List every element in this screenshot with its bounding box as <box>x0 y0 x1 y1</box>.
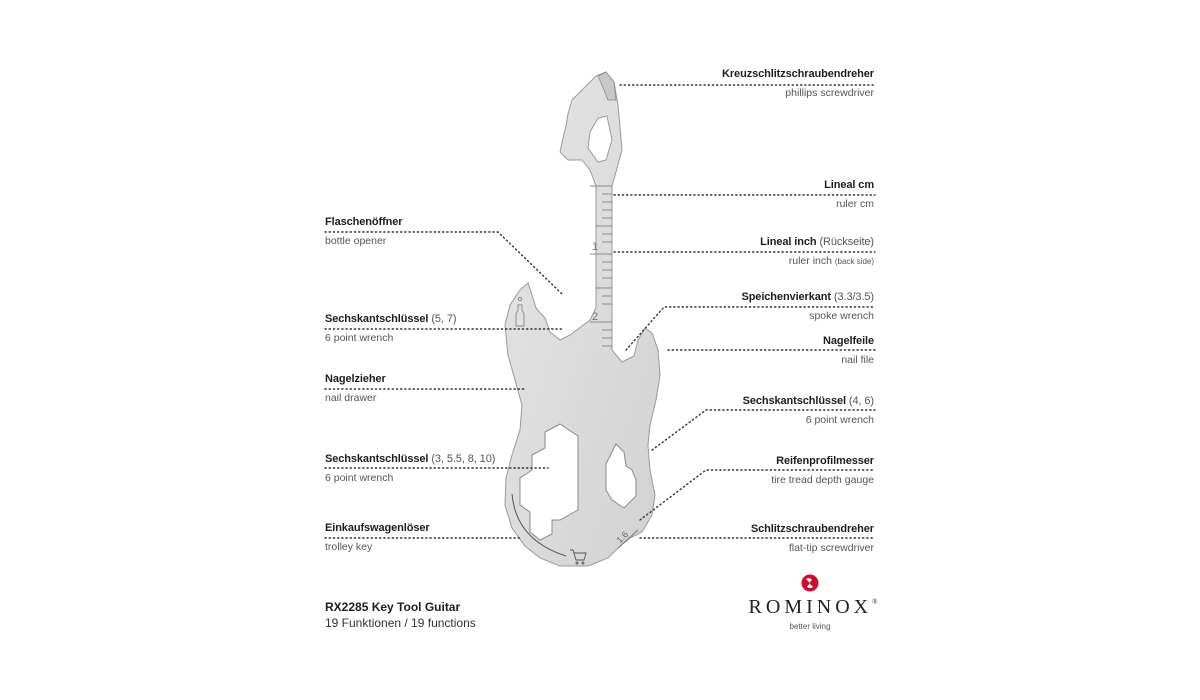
callout-title: Schlitzschraubendreher <box>750 523 874 535</box>
callout-subtitle: nail file <box>841 354 874 366</box>
callout-subtitle: ruler cm <box>836 198 874 210</box>
callout-tire-tread-gauge: Reifenprofilmesser tire tread depth gaug… <box>771 456 874 486</box>
callout-ruler-cm: Lineal cm ruler cm <box>824 180 874 210</box>
callout-bottle-opener: Flaschenöffner bottle opener <box>325 216 403 247</box>
callout-phillips-screwdriver: Kreuzschlitzschraubendreher phillips scr… <box>722 69 874 99</box>
brand-tagline: better living <box>789 622 831 631</box>
callout-6-point-wrench-multi: Sechskantschlüssel (3, 5.5, 8, 10) 6 poi… <box>325 454 495 484</box>
callout-title: Flaschenöffner <box>325 216 403 228</box>
callout-spoke-wrench: Speichenvierkant (3.3/3.5) spoke wrench <box>741 292 874 322</box>
ruler-mark-1: 1 <box>592 241 598 253</box>
shopping-cart-icon <box>570 549 587 565</box>
callout-ruler-inch: Lineal inch (Rückseite) ruler inch (back… <box>760 237 874 267</box>
callout-title: Lineal cm <box>824 179 874 191</box>
rominox-logo-icon <box>801 574 819 592</box>
callout-subtitle: phillips screwdriver <box>785 87 874 99</box>
leader-lines <box>324 84 876 539</box>
callout-subtitle: spoke wrench <box>809 310 874 322</box>
ruler-ticks <box>590 185 612 347</box>
callout-subtitle: nail drawer <box>325 392 377 404</box>
callout-6-point-wrench-4-6: Sechskantschlüssel (4, 6) 6 point wrench <box>742 395 875 426</box>
callout-subtitle: 6 point wrench <box>805 414 874 426</box>
flat-tip-edge <box>617 529 639 549</box>
callout-nail-drawer: Nagelzieher nail drawer <box>325 374 386 404</box>
callout-subtitle: trolley key <box>325 541 373 553</box>
callout-subtitle: bottle opener <box>325 235 387 247</box>
callout-title: Sechskantschlüssel (5, 7) <box>325 313 457 325</box>
product-info: RX2285 Key Tool Guitar 19 Funktionen / 1… <box>325 600 476 630</box>
hex-wrench-cutout-large <box>519 423 579 541</box>
brand-name: ROMINOX® <box>748 596 878 618</box>
ruler-mark-2: 2 <box>592 311 598 323</box>
callout-6-point-wrench-5-7: Sechskantschlüssel (5, 7) 6 point wrench <box>325 313 457 344</box>
product-function-count: 19 Funktionen / 19 functions <box>325 616 476 630</box>
callout-subtitle: tire tread depth gauge <box>771 474 874 486</box>
trolley-arc <box>511 493 567 557</box>
bottle-icon <box>515 296 525 327</box>
callout-title: Kreuzschlitzschraubendreher <box>722 68 874 80</box>
product-name: RX2285 Key Tool Guitar <box>325 600 461 614</box>
callout-subtitle: ruler inch (back side) <box>788 255 874 267</box>
brand-logo: ROMINOX® better living <box>740 574 880 631</box>
callout-trolley-key: Einkaufswagenlöser trolley key <box>325 523 430 553</box>
callout-subtitle: flat-tip screwdriver <box>788 542 874 554</box>
callout-nail-file: Nagelfeile nail file <box>823 336 874 366</box>
callout-title: Einkaufswagenlöser <box>325 522 430 534</box>
headstock-slot <box>587 115 613 163</box>
callout-subtitle: 6 point wrench <box>325 472 394 484</box>
callout-title: Nagelfeile <box>823 335 874 347</box>
callout-title: Speichenvierkant (3.3/3.5) <box>741 291 874 303</box>
callout-flat-tip-screwdriver: Schlitzschraubendreher flat-tip screwdri… <box>751 524 874 554</box>
hex-wrench-cutout-small <box>605 443 637 509</box>
callout-title: Reifenprofilmesser <box>776 455 874 467</box>
callout-title: Sechskantschlüssel (3, 5.5, 8, 10) <box>325 453 496 465</box>
callout-subtitle: 6 point wrench <box>325 332 394 344</box>
phillips-tip <box>597 71 617 101</box>
callout-title: Lineal inch (Rückseite) <box>760 236 874 248</box>
callout-title: Sechskantschlüssel (4, 6) <box>742 395 875 407</box>
callout-title: Nagelzieher <box>325 373 386 385</box>
